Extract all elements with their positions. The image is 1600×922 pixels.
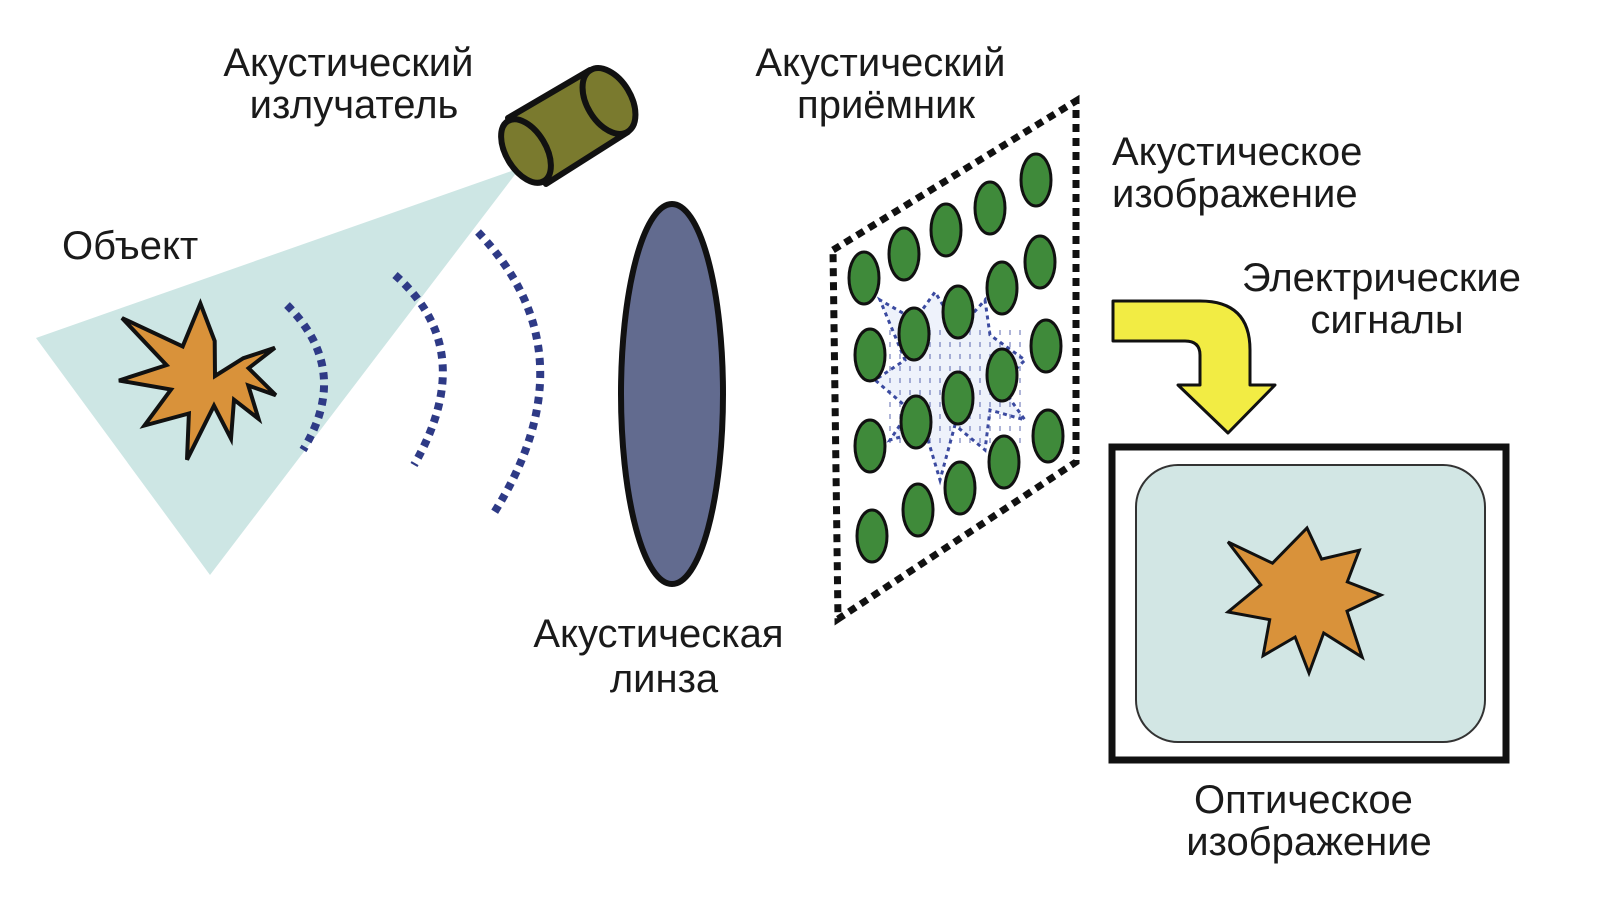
object-burst-star-icon bbox=[118, 298, 278, 461]
object-label-line-1: Объект bbox=[62, 224, 198, 268]
object-label: Объект bbox=[62, 224, 198, 268]
sound-waves bbox=[284, 229, 545, 519]
signals-label-line-1: Электрические bbox=[1242, 256, 1521, 300]
acoustic-emitter-cylinder-icon bbox=[498, 65, 639, 187]
sensor-element bbox=[941, 370, 975, 426]
sensor-element bbox=[973, 180, 1007, 236]
optical-image-label-line-2: изображение bbox=[1186, 820, 1432, 864]
sensor-element bbox=[887, 226, 921, 282]
receiver-label-line-1: Акустический bbox=[755, 41, 1005, 85]
sensor-element bbox=[987, 434, 1021, 490]
optical-image-burst-star-icon bbox=[1224, 525, 1385, 678]
sensor-element bbox=[901, 482, 935, 538]
electric-signals-curved-arrow-icon bbox=[1111, 299, 1277, 435]
acoustic-lens bbox=[618, 201, 726, 587]
acoustic-image-label: Акустическое изображение bbox=[1112, 130, 1374, 216]
emitter-label: Акустический излучатель bbox=[223, 41, 484, 127]
sensor-grid bbox=[847, 152, 1065, 564]
sensor-element bbox=[855, 508, 889, 564]
sensor-element bbox=[1023, 234, 1057, 290]
receiver-label-line-2: приёмник bbox=[797, 83, 975, 127]
lens-label-line-2: линза bbox=[610, 657, 719, 701]
acoustic-image-label-line-2: изображение bbox=[1112, 172, 1358, 216]
sound-wave-2 bbox=[392, 272, 447, 467]
sensor-element bbox=[985, 347, 1019, 403]
sensor-element bbox=[941, 284, 975, 340]
sensor-element bbox=[1029, 318, 1063, 374]
optical-image-label: Оптическое изображение bbox=[1186, 778, 1432, 864]
sound-wave-3 bbox=[475, 229, 545, 519]
signals-label: Электрические сигналы bbox=[1242, 256, 1532, 342]
sensor-element bbox=[929, 202, 963, 258]
sensor-element bbox=[847, 250, 881, 306]
emitter-label-line-1: Акустический bbox=[223, 41, 473, 85]
receiver-label: Акустический приёмник bbox=[755, 41, 1016, 127]
sensor-element bbox=[1019, 152, 1053, 208]
sensor-element bbox=[943, 460, 977, 516]
emitter-label-line-2: излучатель bbox=[250, 83, 459, 127]
signals-label-line-2: сигналы bbox=[1310, 298, 1463, 342]
sensor-element bbox=[985, 260, 1019, 316]
sensor-element bbox=[897, 306, 931, 362]
acoustic-image-label-line-1: Акустическое bbox=[1112, 130, 1362, 174]
sound-wave-1 bbox=[284, 302, 329, 453]
lens-label: Акустическая линза bbox=[533, 612, 794, 701]
sensor-element bbox=[853, 327, 887, 383]
optical-image-label-line-1: Оптическое bbox=[1194, 778, 1413, 822]
sensor-element bbox=[899, 394, 933, 450]
sensor-element bbox=[1031, 408, 1065, 464]
sensor-element bbox=[853, 418, 887, 474]
lens-label-line-1: Акустическая bbox=[533, 612, 783, 656]
sound-beam bbox=[36, 168, 520, 575]
